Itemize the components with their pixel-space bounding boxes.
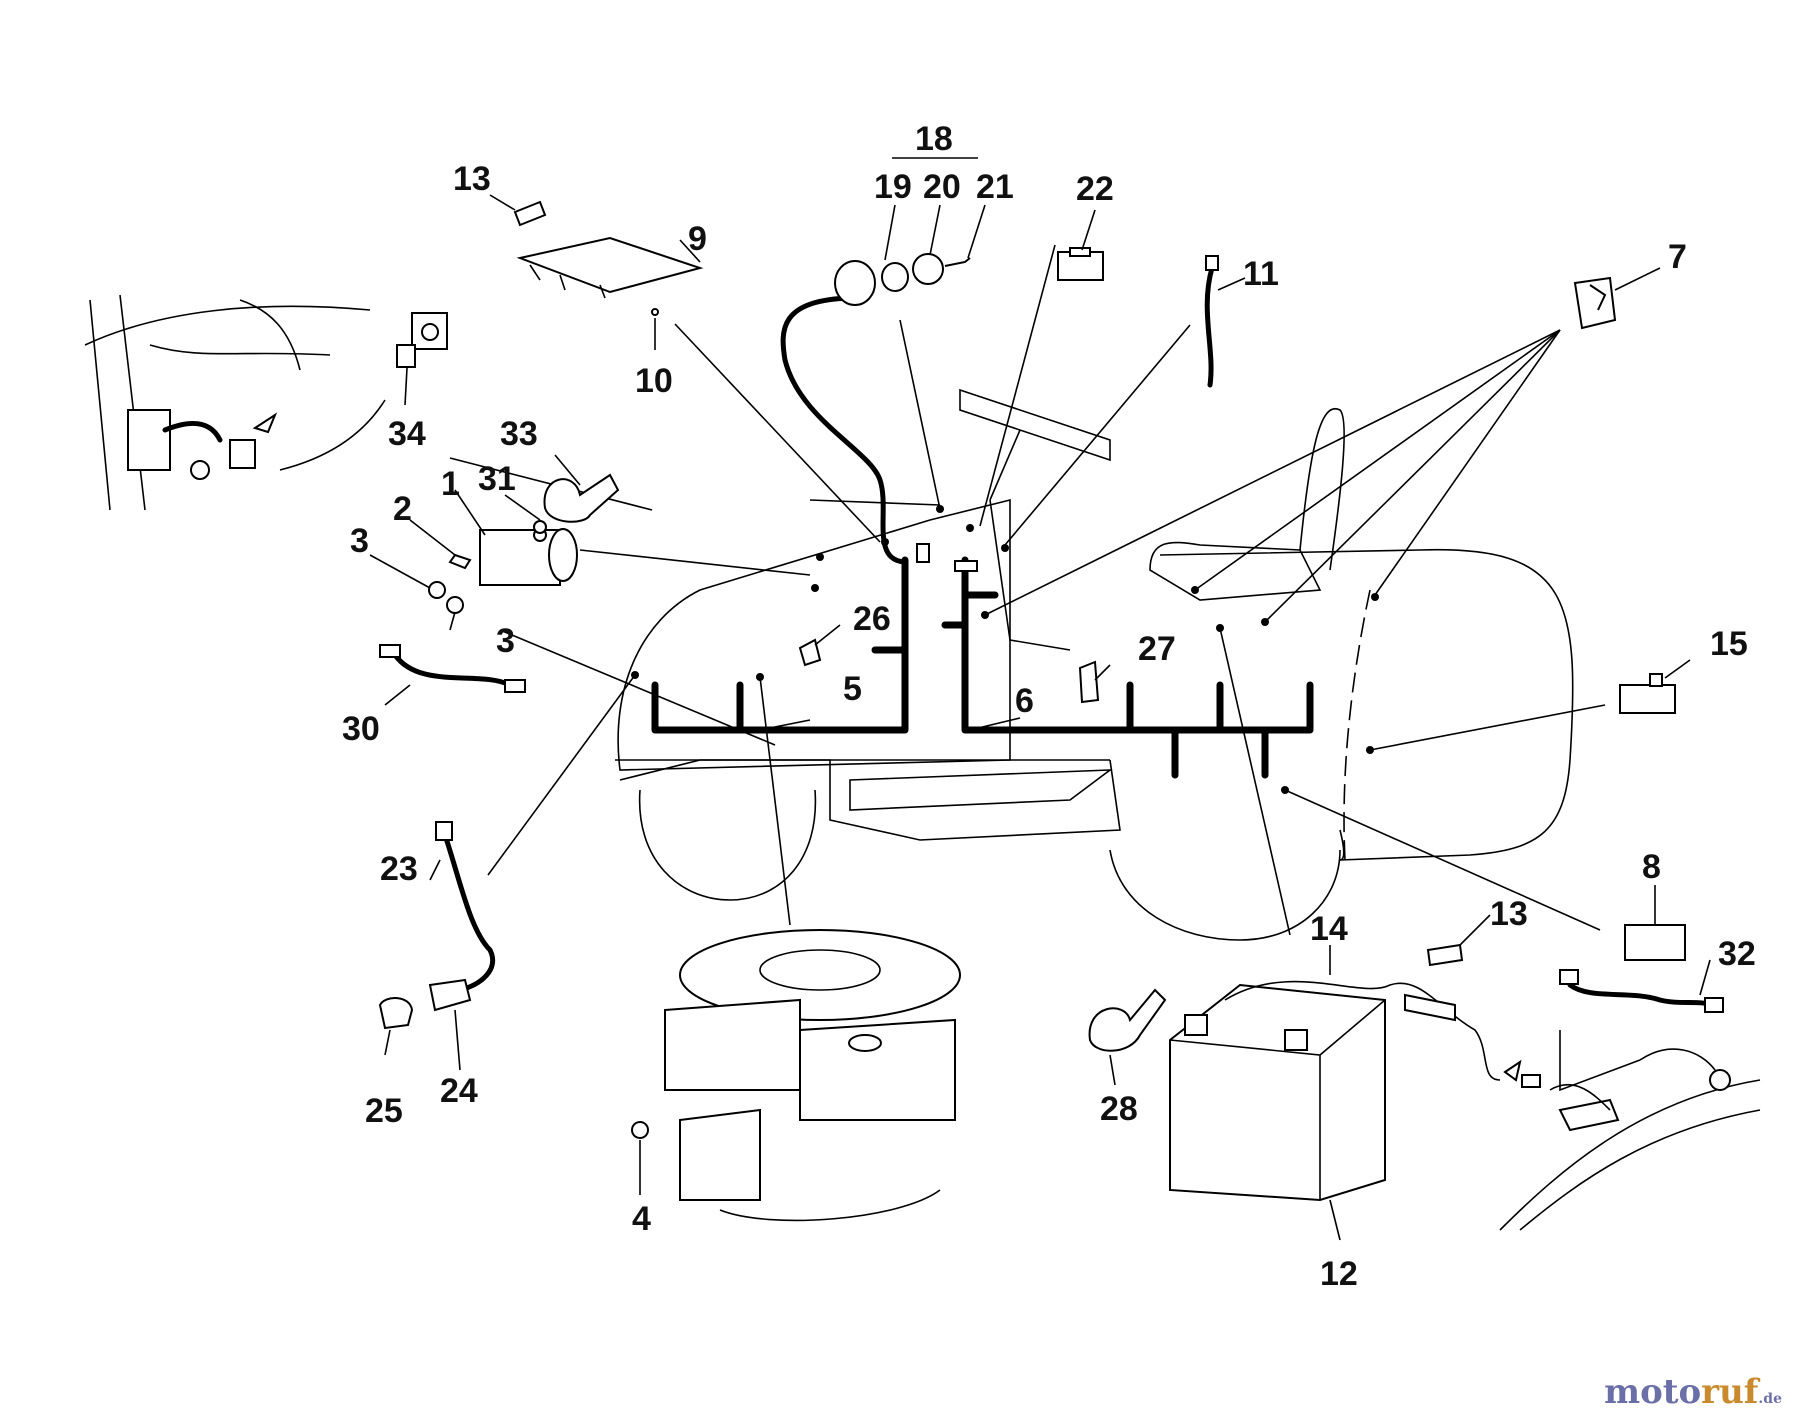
ignition-switch-parts (834, 253, 971, 306)
safety-switch-part (1573, 276, 1617, 330)
callout-labels: 13 9 10 18 19 20 21 22 11 7 34 33 1 31 2… (342, 120, 1756, 1293)
callout-leaders (369, 157, 1711, 1241)
relay-part (396, 312, 448, 368)
callout-23: 23 (380, 850, 418, 888)
callout-30: 30 (342, 710, 380, 748)
callout-9: 9 (688, 220, 707, 258)
callout-3-upper: 3 (350, 522, 369, 560)
brand-watermark: motoruf.de (1604, 1372, 1782, 1412)
switch-part (1057, 247, 1104, 281)
engine-part (664, 929, 961, 1222)
callout-24: 24 (440, 1072, 478, 1110)
callout-33: 33 (500, 415, 538, 453)
inset-battery-detail (1499, 1030, 1761, 1231)
brand-part1: moto (1604, 1372, 1702, 1412)
fuse-part-right (1426, 943, 1464, 967)
jumper-wire-part (379, 644, 526, 693)
callout-14: 14 (1310, 910, 1348, 948)
callout-25: 25 (365, 1092, 403, 1130)
callout-22: 22 (1076, 170, 1114, 208)
callout-20: 20 (923, 168, 961, 206)
harness-clip-26 (798, 638, 822, 667)
brand-part3: .de (1758, 1391, 1782, 1407)
callout-19: 19 (874, 168, 912, 206)
callout-18: 18 (915, 120, 953, 158)
callout-21: 21 (976, 168, 1014, 206)
callout-28: 28 (1100, 1090, 1138, 1128)
callout-10: 10 (635, 362, 673, 400)
leader-dots (631, 505, 1379, 794)
callout-13-upper: 13 (453, 160, 491, 198)
circuit-board-part (516, 236, 704, 299)
callout-13-lower: 13 (1490, 895, 1528, 933)
callout-8: 8 (1642, 848, 1661, 886)
callout-32: 32 (1718, 935, 1756, 973)
callout-27: 27 (1138, 630, 1176, 668)
solenoid-part (479, 528, 578, 586)
callout-2: 2 (393, 490, 412, 528)
leader-lines (449, 244, 1606, 936)
callout-6: 6 (1015, 682, 1034, 720)
terminal-cap-part (543, 473, 620, 523)
brand-part2: ruf (1701, 1372, 1759, 1412)
callout-31: 31 (478, 460, 516, 498)
tractor-outline (615, 388, 1574, 941)
callout-15: 15 (1710, 625, 1748, 663)
lamp-wire-part (428, 821, 496, 1012)
wire-part (1204, 265, 1215, 388)
washer-part (533, 520, 547, 534)
battery-part (1169, 983, 1386, 1202)
harness-clip-27 (1078, 660, 1100, 704)
jumper-wire-32-part (1559, 969, 1724, 1013)
battery-cap-part (1088, 988, 1167, 1052)
engine-nut-part (631, 1121, 649, 1139)
callout-3-lower: 3 (496, 622, 515, 660)
callout-7: 7 (1668, 238, 1687, 276)
screw-part (448, 553, 472, 570)
inset-dashboard-detail (84, 294, 386, 511)
fuse-holder-part (1224, 980, 1501, 1081)
nut-part-lower (446, 596, 464, 614)
callout-34: 34 (388, 415, 426, 453)
bulb-part (378, 997, 414, 1030)
callout-12: 12 (1320, 1255, 1358, 1293)
callout-4: 4 (632, 1200, 651, 1238)
wiring-harness (651, 295, 1314, 779)
callout-1: 1 (441, 465, 460, 503)
nut-part-upper (428, 581, 446, 599)
callout-26: 26 (853, 600, 891, 638)
callout-5: 5 (843, 670, 862, 708)
clip-part (651, 308, 659, 316)
fuse-part (513, 200, 547, 227)
switch-15-part (1619, 673, 1676, 714)
relay-8-part (1624, 924, 1686, 961)
callout-11: 11 (1243, 255, 1279, 293)
wire-terminal (1205, 255, 1219, 271)
